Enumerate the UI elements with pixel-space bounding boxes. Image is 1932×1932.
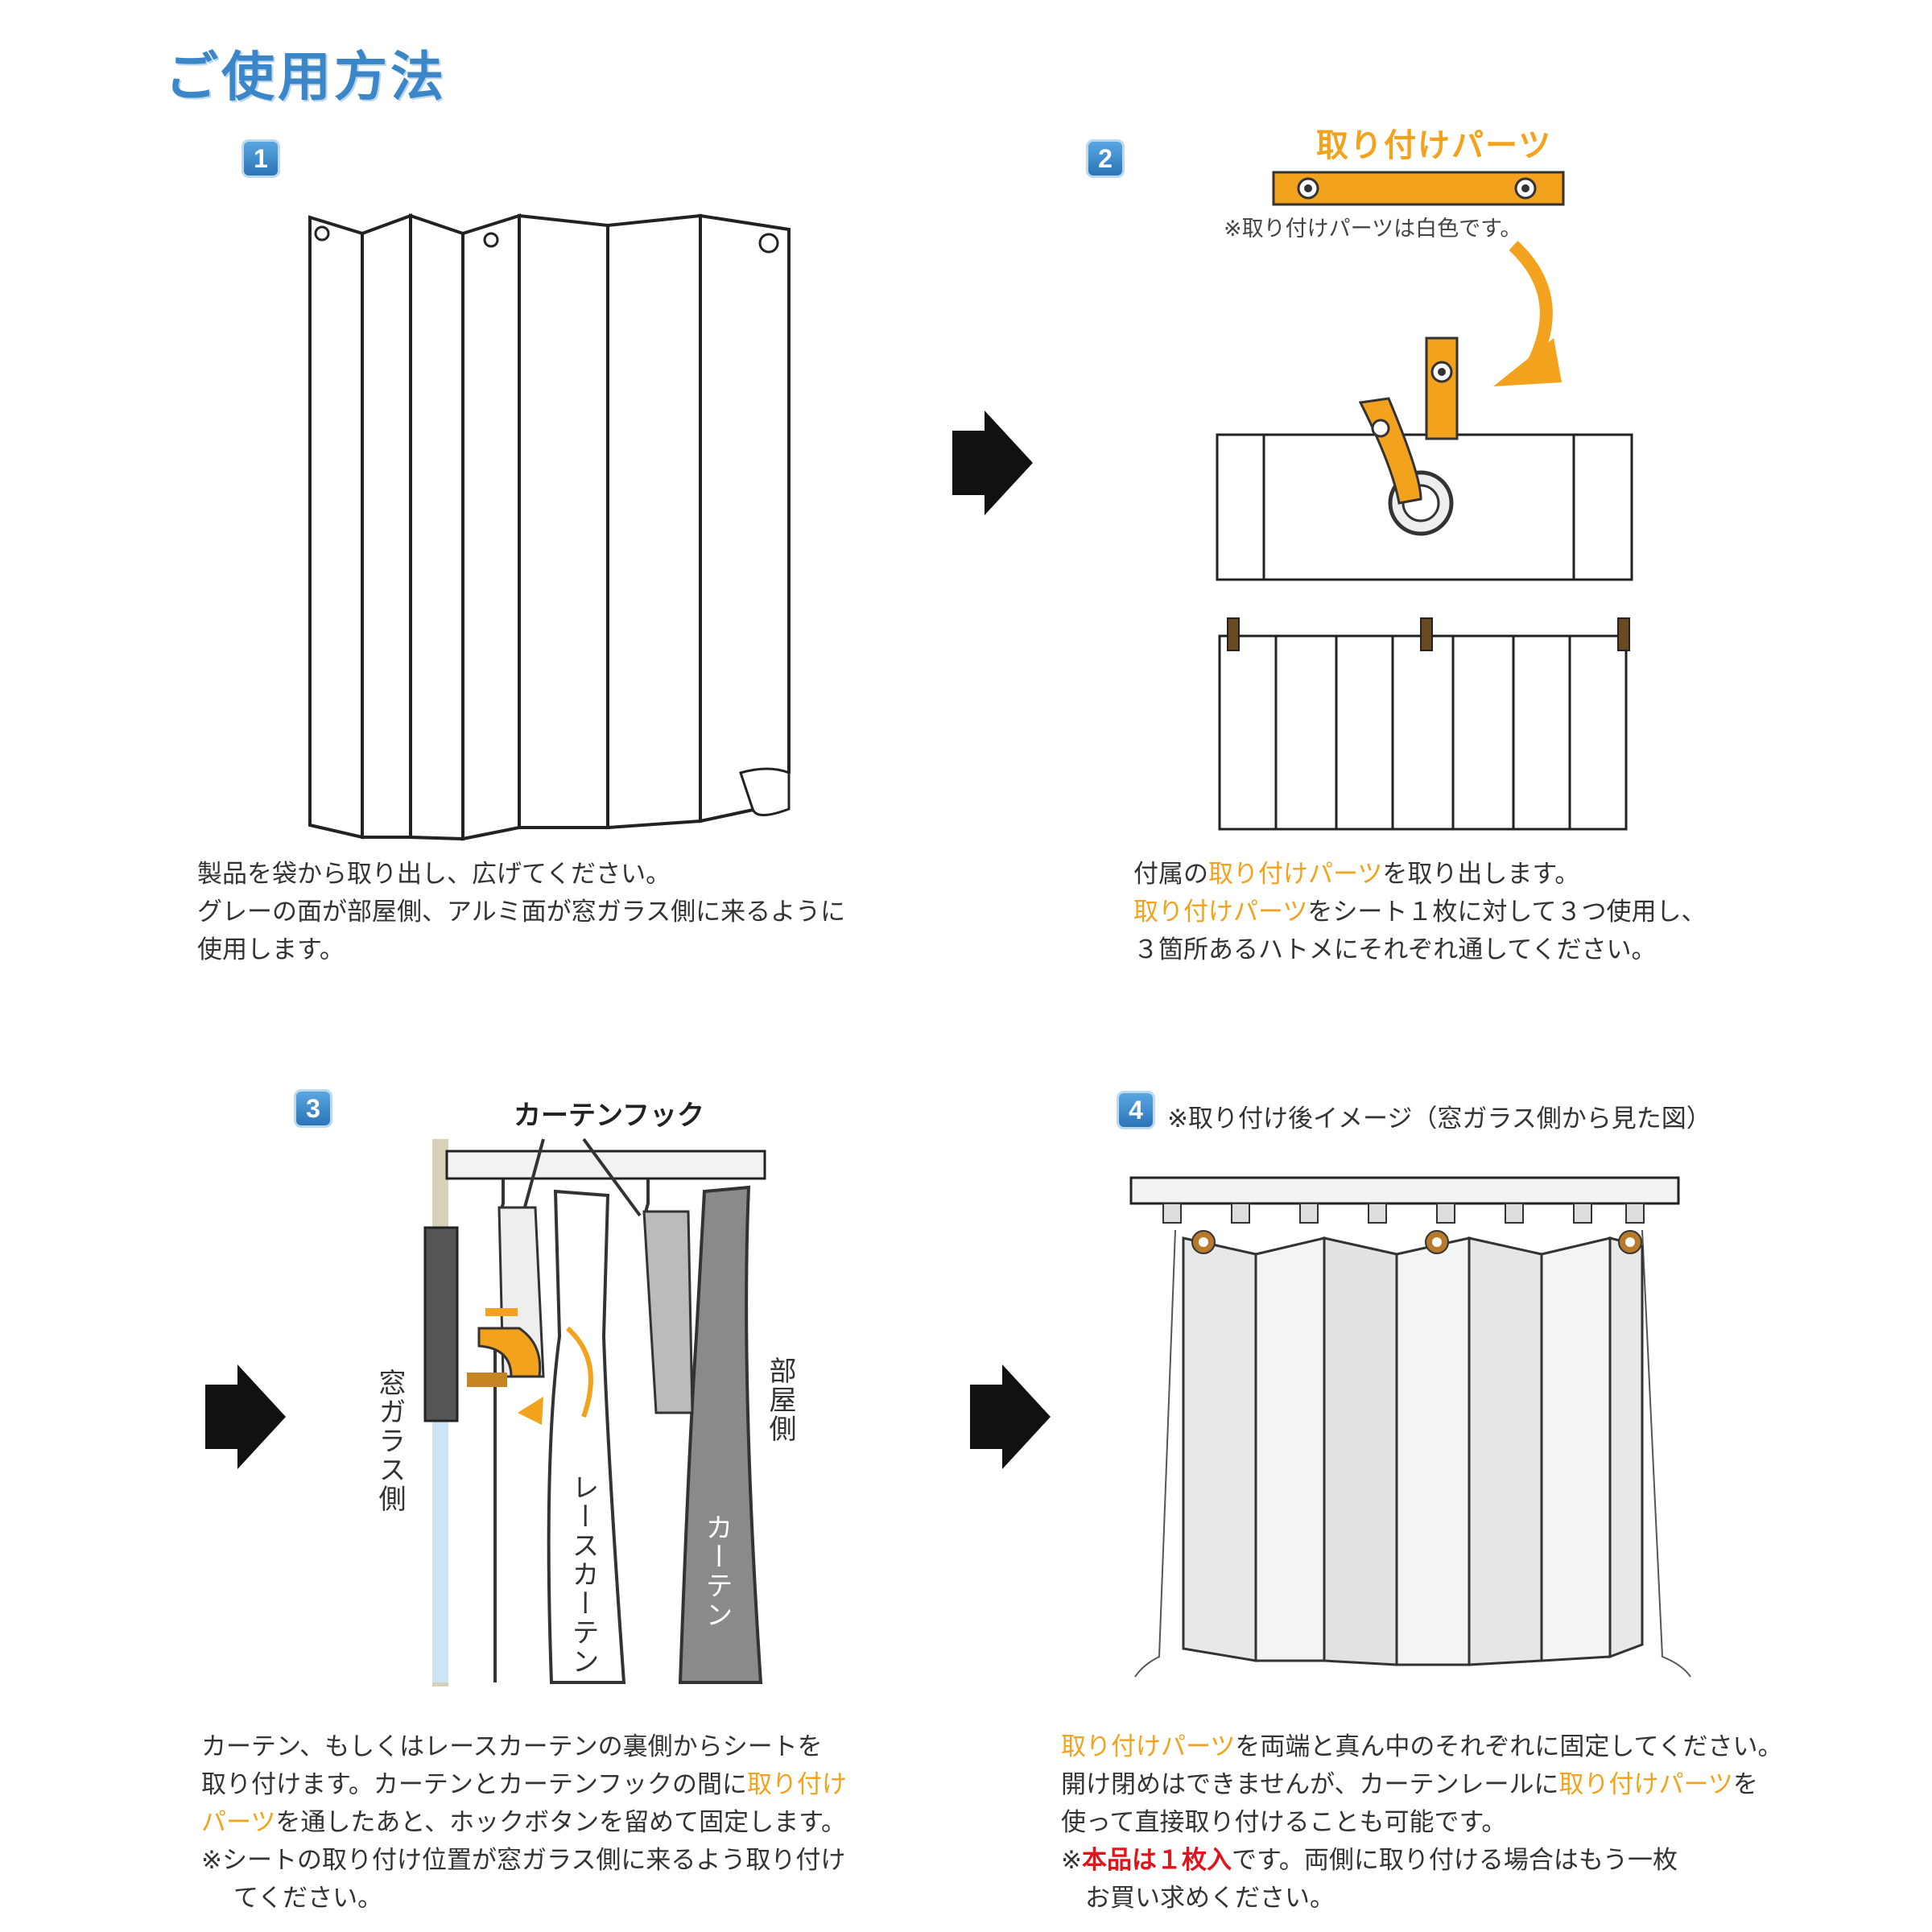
left-arrow-icon: [205, 1364, 286, 1469]
page-title: ご使用方法: [165, 46, 447, 108]
next-arrow-icon: [952, 411, 1033, 515]
curtain-attachment-illustration: [423, 1137, 766, 1686]
step-1-caption: 製品を袋から取り出し、広げてください。 グレーの面が部屋側、アルミ面が窓ガラス側…: [197, 860, 846, 964]
hung-sheet-illustration: [1218, 617, 1630, 831]
folded-sheet-illustration: [308, 213, 791, 841]
attachment-part-illustration: [1272, 171, 1565, 206]
installed-sheet-illustration: [1129, 1176, 1691, 1678]
eyelet-detail-illustration: [1216, 336, 1633, 581]
step-1-badge: 1: [244, 142, 278, 175]
step-2-caption: 付属の取り付けパーツを取り出します。 取り付けパーツをシート１枚に対して３つ使用…: [1133, 860, 1707, 964]
parts-note: ※取り付けパーツは白色です。: [1224, 217, 1522, 242]
right-arrow-icon: [970, 1364, 1051, 1469]
curtain-label: カーテン: [700, 1513, 733, 1629]
step-3-badge: 3: [296, 1092, 330, 1125]
room-side-label: 部屋側: [764, 1356, 796, 1443]
curved-arrow-icon: [1493, 241, 1562, 386]
step-4-header: ※取り付け後イメージ（窓ガラス側から見た図）: [1167, 1104, 1711, 1133]
parts-title: 取り付けパーツ: [1316, 127, 1553, 164]
step-4-caption: 取り付けパーツを両端と真ん中のそれぞれに固定してください。 開け閉めはできません…: [1061, 1732, 1783, 1913]
lace-curtain-label: レースカーテン: [567, 1473, 599, 1676]
step-3-caption: カーテン、もしくはレースカーテンの裏側からシートを 取り付けます。カーテンとカー…: [201, 1732, 847, 1913]
step-2-badge: 2: [1088, 142, 1122, 175]
window-side-label: 窓ガラス側: [374, 1368, 406, 1513]
curtain-hook-label: カーテンフック: [514, 1100, 704, 1132]
step-4-badge: 4: [1119, 1093, 1153, 1127]
